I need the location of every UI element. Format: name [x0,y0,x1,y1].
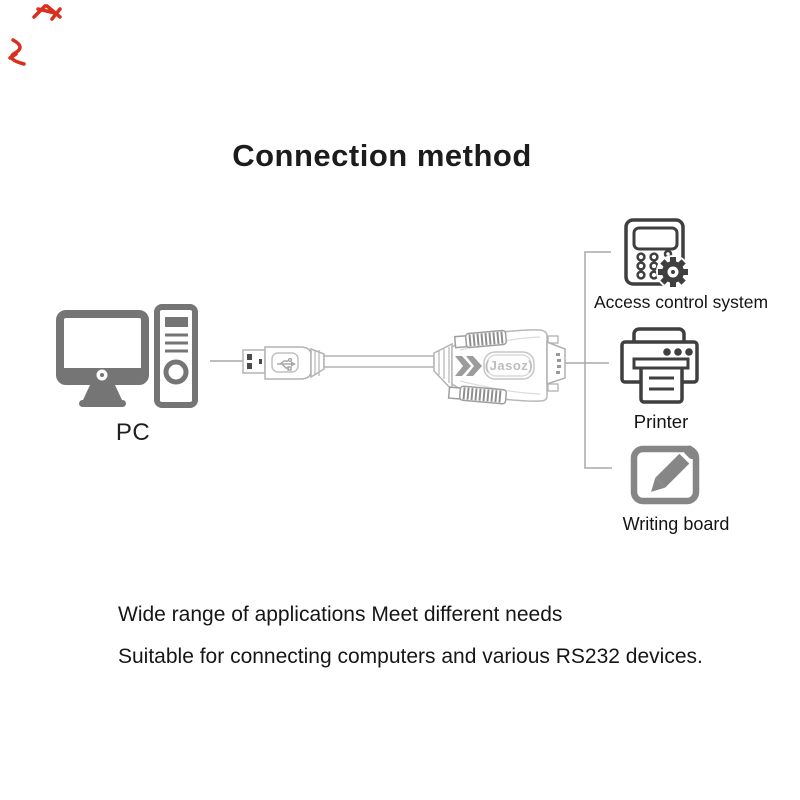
footer-line-2: Suitable for connecting computers and va… [118,645,703,668]
usb-trident-icon [277,357,296,371]
access-control-label: Access control system [593,292,769,312]
writing-board-label: Writing board [622,514,730,534]
pc-icon [56,304,198,408]
access-control-icon [624,218,690,289]
red-scribble-icon [8,4,62,66]
thumbscrew-top [453,329,508,349]
pencil-icon [651,445,698,492]
db9-serial-connector-icon: (Jasoz) [433,329,566,405]
page-title: Connection method [232,138,532,173]
printer-status-dots [663,348,693,356]
printer-icon [620,327,699,404]
brand-plate: (Jasoz) [483,351,535,380]
cable-cord [323,355,435,368]
usb-plug-icon [242,346,325,380]
chevron-right-icon [455,356,482,376]
writing-board-icon [630,445,700,505]
db9-pins [556,353,561,374]
gear-icon [658,257,688,287]
printer-label: Printer [633,411,689,432]
thumbscrew-bottom [447,385,508,405]
footer-line-1: Wide range of applications Meet differen… [118,603,563,626]
pc-label: PC [115,419,151,446]
branch-lines [565,251,612,469]
brand-text: (Jasoz) [485,358,533,373]
usb-to-rs232-cable-icon: (Jasoz) [242,329,566,405]
